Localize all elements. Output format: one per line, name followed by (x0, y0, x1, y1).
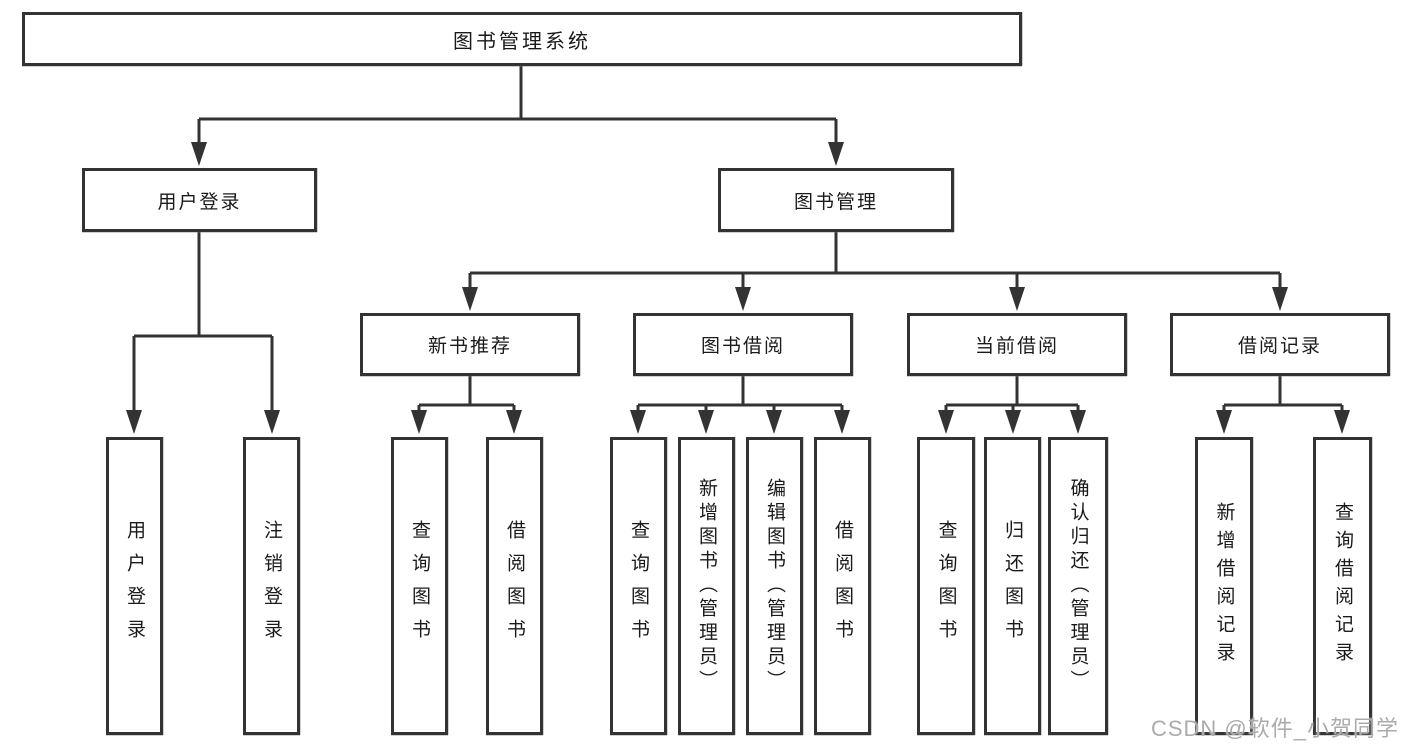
arrowhead-icons (126, 142, 1350, 434)
node-label: 借阅记录 (1237, 336, 1322, 357)
node-book-management: 图书管理 (718, 168, 954, 232)
node-label: 查询图书 (935, 520, 957, 652)
node-label: 查询借阅记录 (1332, 502, 1353, 670)
node-label: 编辑图书（管理员） (764, 478, 785, 694)
node-label: 用户登录 (157, 191, 242, 213)
leaf-add-borrow-record: 新增借阅记录 (1195, 437, 1253, 735)
node-label: 归还图书 (1002, 520, 1023, 652)
node-label: 图书管理 (793, 191, 878, 213)
node-borrow-records: 借阅记录 (1170, 313, 1390, 376)
leaf-edit-book-admin: 编辑图书（管理员） (746, 437, 803, 735)
node-current-borrowing: 当前借阅 (907, 313, 1127, 376)
leaf-query-books-recommend: 查询图书 (391, 437, 448, 735)
node-label: 注销登录 (261, 520, 282, 652)
leaf-confirm-return-admin: 确认归还（管理员） (1048, 437, 1108, 735)
node-label: 用户登录 (124, 520, 145, 652)
leaf-add-book-admin: 新增图书（管理员） (678, 437, 735, 735)
connector-lines (132, 63, 1344, 414)
node-label: 查询图书 (409, 520, 430, 652)
leaf-borrow-book-recommend: 借阅图书 (486, 437, 543, 735)
csdn-watermark: CSDN @软件_小贺同学 (1150, 716, 1399, 741)
node-label: 图书借阅 (700, 336, 785, 357)
node-label: 借阅图书 (832, 520, 853, 652)
leaf-user-login: 用户登录 (106, 437, 163, 735)
leaf-query-borrow-record: 查询借阅记录 (1313, 437, 1372, 735)
node-label: 新增图书（管理员） (696, 478, 717, 694)
node-system-root: 图书管理系统 (22, 12, 1022, 66)
leaf-borrow-book: 借阅图书 (814, 437, 871, 735)
node-label: 新增借阅记录 (1213, 502, 1235, 670)
node-label: 确认归还（管理员） (1067, 478, 1089, 694)
node-label: 图书管理系统 (453, 30, 591, 53)
node-user-login: 用户登录 (82, 168, 317, 232)
node-label: 查询图书 (628, 520, 649, 652)
leaf-logout: 注销登录 (243, 437, 300, 735)
node-label: 借阅图书 (504, 520, 525, 652)
node-book-borrowing: 图书借阅 (633, 313, 853, 376)
node-label: 新书推荐 (427, 336, 512, 357)
leaf-query-books-borrowing: 查询图书 (610, 437, 667, 735)
node-new-book-recommend: 新书推荐 (360, 313, 580, 376)
leaf-query-books-current: 查询图书 (917, 437, 975, 735)
leaf-return-book: 归还图书 (984, 437, 1041, 735)
node-label: 当前借阅 (974, 336, 1059, 357)
